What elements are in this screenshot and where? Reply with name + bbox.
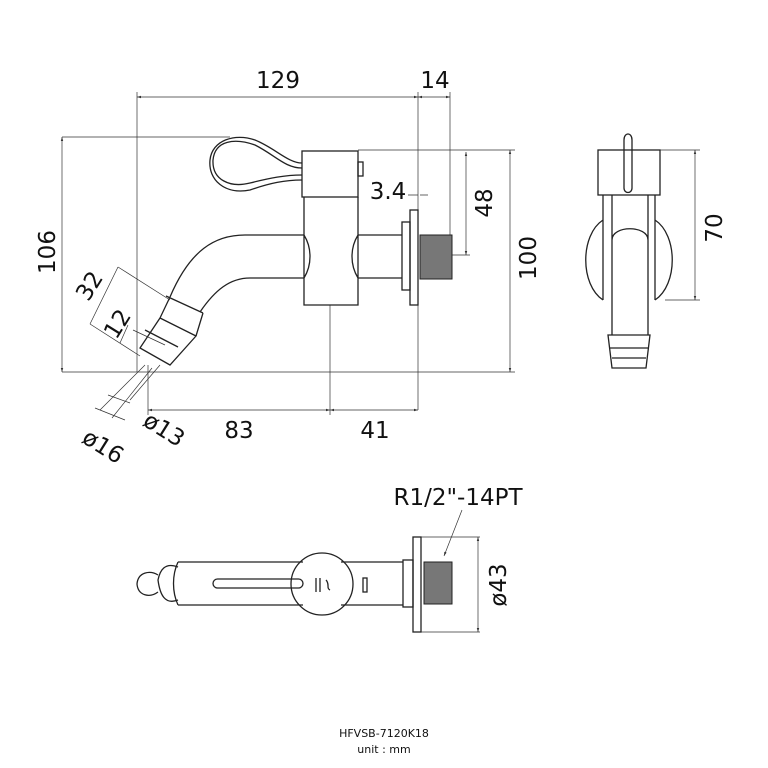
thread: [419, 234, 453, 280]
dim-100: 100: [516, 236, 542, 280]
dim-12: 12: [99, 305, 137, 344]
dim-129: 129: [256, 68, 300, 94]
model-number: HFVSB-7120K18: [339, 727, 429, 740]
dim-83: 83: [224, 418, 253, 444]
flange: [401, 221, 411, 291]
dim-dia-16: ø16: [77, 425, 128, 470]
unit-label: unit : mm: [357, 743, 410, 756]
dim-70: 70: [702, 213, 728, 242]
dim-41: 41: [360, 418, 389, 444]
side-view: [585, 133, 700, 369]
dim-32: 32: [71, 267, 109, 306]
handle-cap: [301, 150, 359, 198]
dim-dia-43: ø43: [486, 563, 512, 606]
valve-body: [303, 197, 359, 306]
dim-dia-13: ø13: [138, 408, 189, 453]
dim-106: 106: [35, 230, 61, 274]
handle-disc-logo: [290, 552, 354, 616]
spout: [169, 234, 304, 313]
wall-plate: [409, 209, 419, 306]
dim-48: 48: [472, 188, 498, 217]
top-view: [136, 509, 480, 633]
dim-14: 14: [420, 68, 449, 94]
front-view: [60, 92, 515, 421]
dim-3-4: 3.4: [370, 179, 407, 205]
thread-spec-label: R1/2"-14PT: [393, 485, 523, 511]
handle-loop: [212, 140, 303, 185]
